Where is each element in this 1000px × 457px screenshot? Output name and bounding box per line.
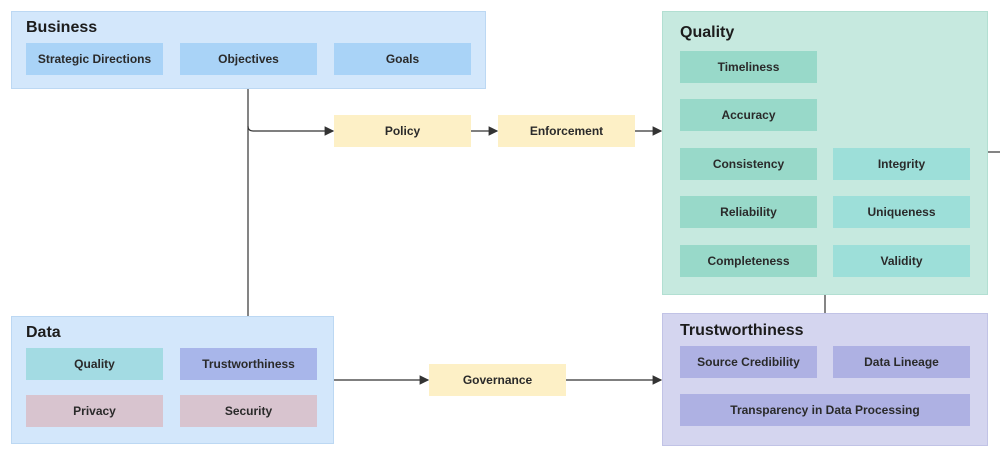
data-title: Data [26, 324, 61, 341]
data-quality-box: Quality [26, 348, 163, 380]
validity-box: Validity [833, 245, 970, 277]
data-privacy-box: Privacy [26, 395, 163, 427]
data-lineage-box: Data Lineage [833, 346, 970, 378]
transparency-box: Transparency in Data Processing [680, 394, 970, 426]
business-title: Business [26, 19, 98, 36]
source-credibility-box: Source Credibility [680, 346, 817, 378]
uniqueness-box: Uniqueness [833, 196, 970, 228]
consistency-box: Consistency [680, 148, 817, 180]
trustworthiness-group: Trustworthiness Source Credibility Data … [662, 313, 988, 446]
timeliness-box: Timeliness [680, 51, 817, 83]
completeness-box: Completeness [680, 245, 817, 277]
business-policy-connector [247, 125, 335, 136]
policy-box: Policy [334, 115, 471, 147]
governance-box: Governance [429, 364, 566, 396]
data-trustworthiness-box: Trustworthiness [180, 348, 317, 380]
strategic-directions-box: Strategic Directions [26, 43, 163, 75]
accuracy-box: Accuracy [680, 99, 817, 131]
reliability-box: Reliability [680, 196, 817, 228]
enforcement-box: Enforcement [498, 115, 635, 147]
data-security-box: Security [180, 395, 317, 427]
integrity-box: Integrity [833, 148, 970, 180]
data-group: Data Quality Trustworthiness Privacy Sec… [11, 316, 334, 444]
objectives-box: Objectives [180, 43, 317, 75]
quality-group: Quality Timeliness Accuracy Consistency … [662, 11, 988, 295]
goals-box: Goals [334, 43, 471, 75]
business-group: Business Strategic Directions Objectives… [11, 11, 486, 89]
quality-title: Quality [680, 24, 735, 41]
trustworthiness-title: Trustworthiness [680, 322, 804, 339]
